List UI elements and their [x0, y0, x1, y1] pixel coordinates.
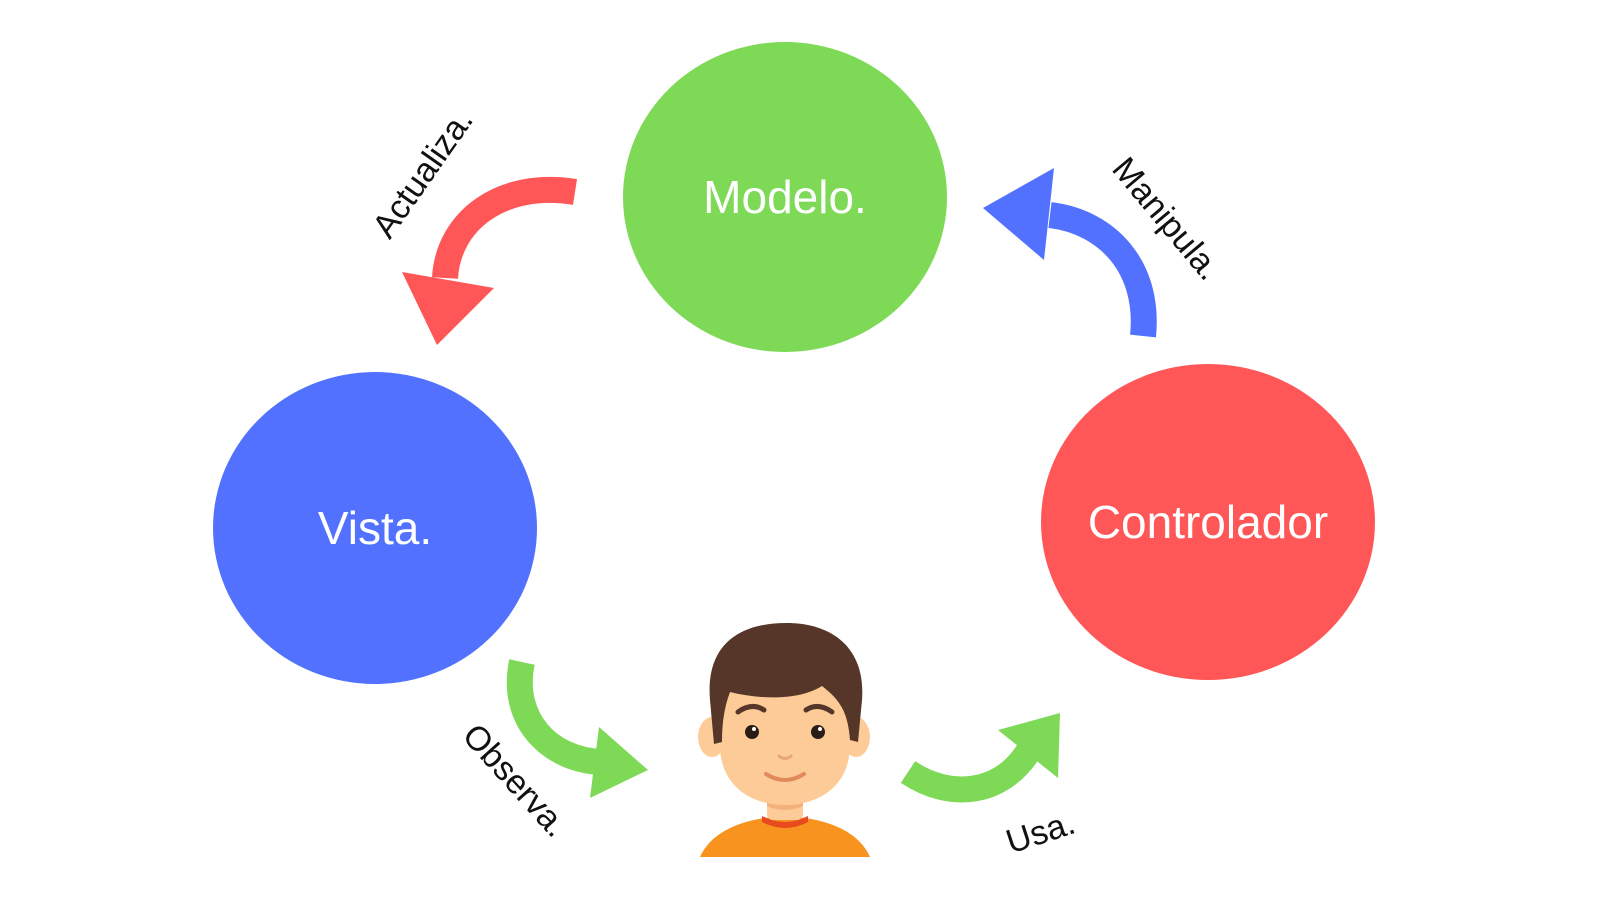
- arrow-usa: [900, 713, 1060, 803]
- node-modelo: Modelo.: [623, 42, 947, 352]
- node-controlador-label: Controlador: [1088, 496, 1328, 548]
- arrow-observa: [506, 659, 648, 798]
- node-modelo-label: Modelo.: [703, 171, 867, 223]
- node-vista: Vista.: [213, 372, 537, 684]
- node-controlador: Controlador: [1041, 364, 1375, 680]
- node-vista-label: Vista.: [318, 502, 432, 554]
- arrow-manipula: [983, 168, 1157, 338]
- user-avatar-icon: [698, 622, 870, 857]
- arrow-actualiza: [402, 176, 578, 345]
- edge-label-usa: Usa.: [1001, 804, 1079, 862]
